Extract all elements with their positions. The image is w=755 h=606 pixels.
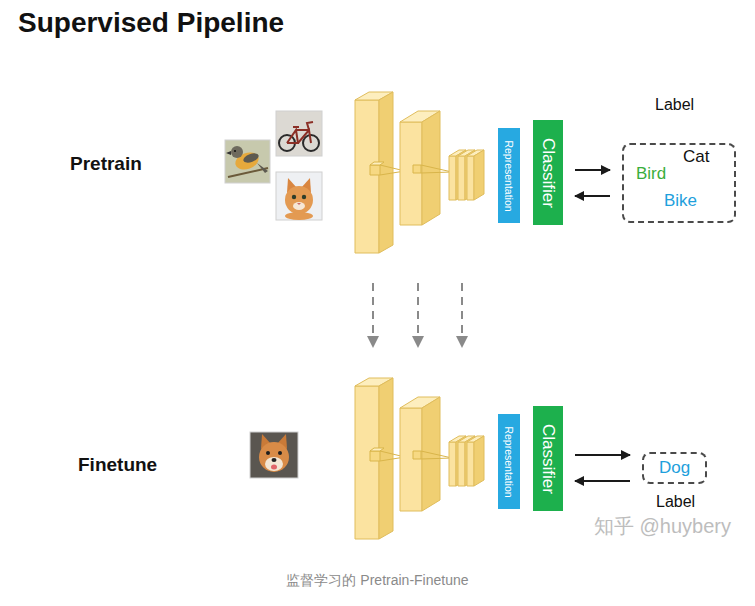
node-text: Classifier [540,424,557,494]
label-box: LabelCatBirdBike [622,95,736,223]
class-label: Bird [636,164,666,184]
bike-photo [276,111,322,156]
cat-photo-part [302,195,306,199]
cat-photo-part [292,195,296,199]
flow-arrow [575,169,610,171]
cat-photo [276,172,322,220]
class-label: Dog [659,458,690,478]
class-label: Bike [664,191,697,211]
dog-photo-part [250,432,298,478]
weight-transfer-arrows-part [372,283,374,342]
caption: 监督学习的 Pretrain-Finetune [0,572,755,589]
cat-photo-part [297,203,301,205]
representation-box: Representation [498,414,520,509]
bird-photo-part [242,152,260,165]
cnn-layers [355,378,484,539]
bird-photo-part [226,151,231,155]
weight-transfer-arrows [373,283,462,342]
bird-photo-part [257,163,268,173]
cat-photo-part [276,172,322,220]
flow-arrow [575,195,610,197]
classifier-box: Classifier [533,120,563,225]
stage-label: Finetune [78,454,157,477]
bird-photo-part [225,140,270,183]
stage-label: Pretrain [70,153,142,176]
cat-photo-part [293,202,305,210]
dog-photo-part [272,458,277,462]
weight-transfer-arrows-part [461,283,463,342]
title: Supervised Pipeline [18,6,284,40]
dog-photo-part [271,465,277,470]
label-heading: Label [656,492,695,511]
dog-photo-part [259,442,289,472]
label-heading: Label [655,95,694,114]
flow-arrow [575,454,630,456]
bike-photo-part [276,111,322,156]
bird-photo-part [231,146,243,158]
classifier-box: Classifier [533,406,563,511]
cat-photo-part [285,186,313,214]
bird-photo [225,140,270,183]
flow-arrow [575,480,630,482]
weight-transfer-arrows-part [417,283,419,342]
bird-photo-part [234,150,236,152]
watermark: 知乎 @huybery [594,514,731,538]
bike-photo-part [287,122,313,143]
dog-photo-part [265,457,283,471]
bird-photo-part [228,168,268,177]
node-text: Classifier [540,138,557,208]
class-label: Cat [683,147,709,167]
node-text: Representation [504,426,515,497]
node-text: Representation [504,140,515,211]
dog-photo-part [266,451,270,455]
dog-photo-part [278,451,282,455]
label-box: DogLabel [642,452,707,512]
representation-box: Representation [498,128,520,223]
cnn-layers [355,92,484,253]
dog-photo [250,432,298,478]
